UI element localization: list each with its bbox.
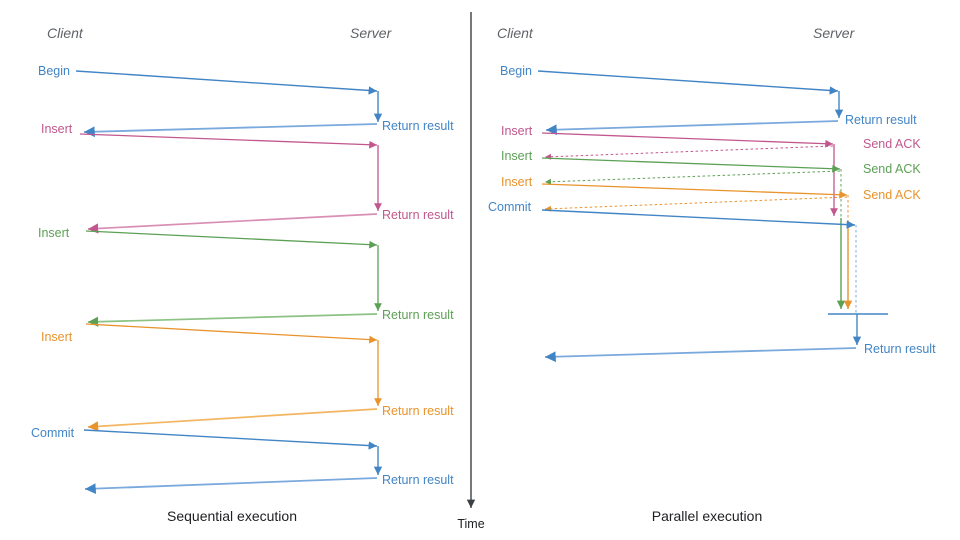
seq-server-label-3: Return result — [382, 404, 454, 418]
seq-insert3-request-arrow — [85, 323, 378, 344]
seq-commit-request-arrow — [83, 429, 378, 450]
par-flow-insert-2: Send ACK Insert — [501, 149, 921, 309]
seq-insert3-response-arrow — [87, 408, 378, 432]
par-insert1-ack-arrow — [544, 145, 834, 160]
par-client-label-2: Insert — [501, 149, 533, 163]
seq-begin-response-arrow — [83, 123, 378, 138]
seq-client-label-0: Begin — [38, 64, 70, 78]
par-begin-response-arrow — [545, 120, 839, 136]
sequential-caption: Sequential execution — [167, 508, 297, 524]
par-commit-response-arrow — [544, 347, 857, 363]
seq-flow-commit: Return result Commit — [31, 426, 454, 494]
panel-sequential: Client Server Return result Begin Return… — [31, 25, 454, 524]
seq-begin-request-arrow — [75, 70, 378, 95]
seq-insert1-response-arrow — [87, 213, 378, 234]
seq-flow-insert-1: Return result Insert — [41, 122, 454, 234]
par-client-label-4: Commit — [488, 200, 532, 214]
par-client-label-3: Insert — [501, 175, 533, 189]
seq-flow-insert-2: Return result Insert — [38, 226, 454, 327]
seq-server-label-2: Return result — [382, 308, 454, 322]
seq-server-label-4: Return result — [382, 473, 454, 487]
par-flow-commit: Return result Commit — [488, 200, 936, 363]
par-server-label-3: Send ACK — [863, 188, 921, 202]
seq-client-label-1: Insert — [41, 122, 73, 136]
seq-client-label-4: Commit — [31, 426, 75, 440]
parallel-server-role: Server — [813, 25, 856, 41]
seq-server-label-1: Return result — [382, 208, 454, 222]
par-server-label-2: Send ACK — [863, 162, 921, 176]
par-client-label-0: Begin — [500, 64, 532, 78]
time-axis: Time — [457, 12, 485, 531]
seq-flow-begin: Return result Begin — [38, 64, 454, 138]
par-insert3-request-arrow — [541, 183, 848, 199]
par-commit-request-arrow — [541, 209, 856, 229]
parallel-caption: Parallel execution — [652, 508, 763, 524]
seq-commit-response-arrow — [84, 477, 378, 494]
par-server-label-1: Send ACK — [863, 137, 921, 151]
par-insert1-request-arrow — [541, 132, 834, 148]
seq-insert2-request-arrow — [85, 230, 378, 249]
seq-server-label-0: Return result — [382, 119, 454, 133]
par-insert2-request-arrow — [541, 157, 841, 173]
par-client-label-1: Insert — [501, 124, 533, 138]
par-server-label-0: Return result — [845, 113, 917, 127]
par-server-label-4: Return result — [864, 342, 936, 356]
seq-client-label-3: Insert — [41, 330, 73, 344]
parallel-client-role: Client — [497, 25, 534, 41]
par-insert2-ack-arrow — [544, 170, 841, 185]
seq-client-label-2: Insert — [38, 226, 70, 240]
time-axis-label: Time — [457, 517, 484, 531]
par-begin-request-arrow — [537, 70, 839, 95]
panel-parallel: Client Server Return result Begin Send A… — [488, 25, 936, 524]
seq-insert1-request-arrow — [79, 133, 378, 149]
sequential-client-role: Client — [47, 25, 84, 41]
sequential-server-role: Server — [350, 25, 393, 41]
par-flow-insert-1: Send ACK Insert — [501, 124, 921, 216]
par-insert3-ack-arrow — [544, 196, 848, 212]
par-flow-begin: Return result Begin — [500, 64, 917, 136]
seq-flow-insert-3: Return result Insert — [41, 323, 454, 432]
par-flow-insert-3: Send ACK Insert — [501, 175, 921, 309]
seq-insert2-response-arrow — [87, 313, 378, 327]
